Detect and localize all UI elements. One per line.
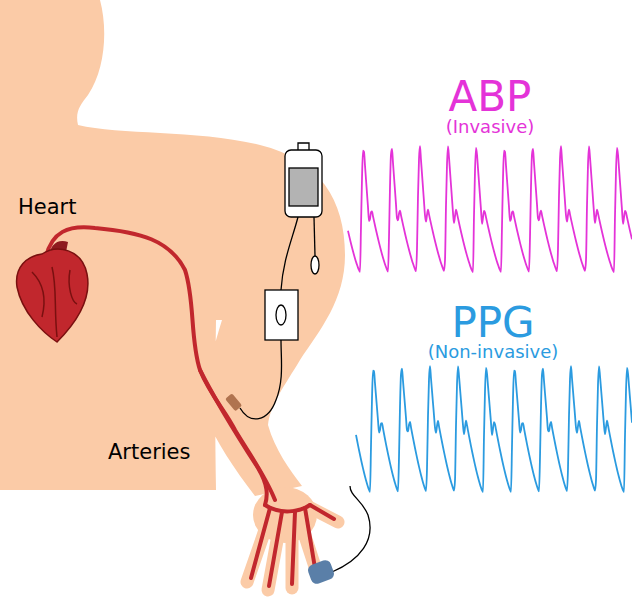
body-silhouette [0,0,345,590]
heart-detail [32,267,77,337]
torso-arm [0,0,345,496]
heart-body [17,249,88,342]
pressure-transducer [240,143,322,419]
organ-label: Heart [18,196,76,219]
signal-type: (Invasive) [446,117,535,137]
ppg-sensor [306,486,370,586]
heart-organ [17,241,88,342]
vessel-label: Arteries [108,441,190,464]
ppg-waveform [356,366,632,492]
fingers [247,505,338,590]
abp-waveform [348,146,632,272]
signal-name: ABP [449,74,532,120]
signal-type: (Non-invasive) [428,342,559,362]
signal-name: PPG [451,300,534,346]
